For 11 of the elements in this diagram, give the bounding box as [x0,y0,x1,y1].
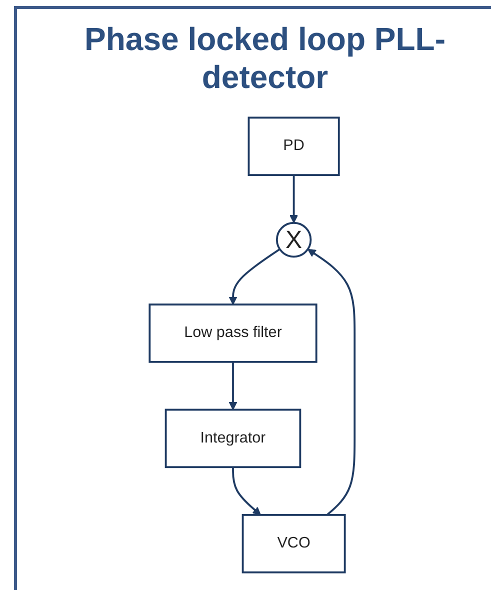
node-box: VCO [242,514,346,574]
node-box: Low pass filter [149,304,318,363]
arrow [229,362,238,410]
arrow [229,248,281,305]
arrow [232,467,262,516]
node-circle: X [276,222,312,258]
node-box: Integrator [165,408,302,468]
diagram-title: Phase locked loop PLL-detector [84,20,446,96]
node-box: PD [248,116,340,176]
arrow [290,175,298,224]
arrow [308,248,356,516]
